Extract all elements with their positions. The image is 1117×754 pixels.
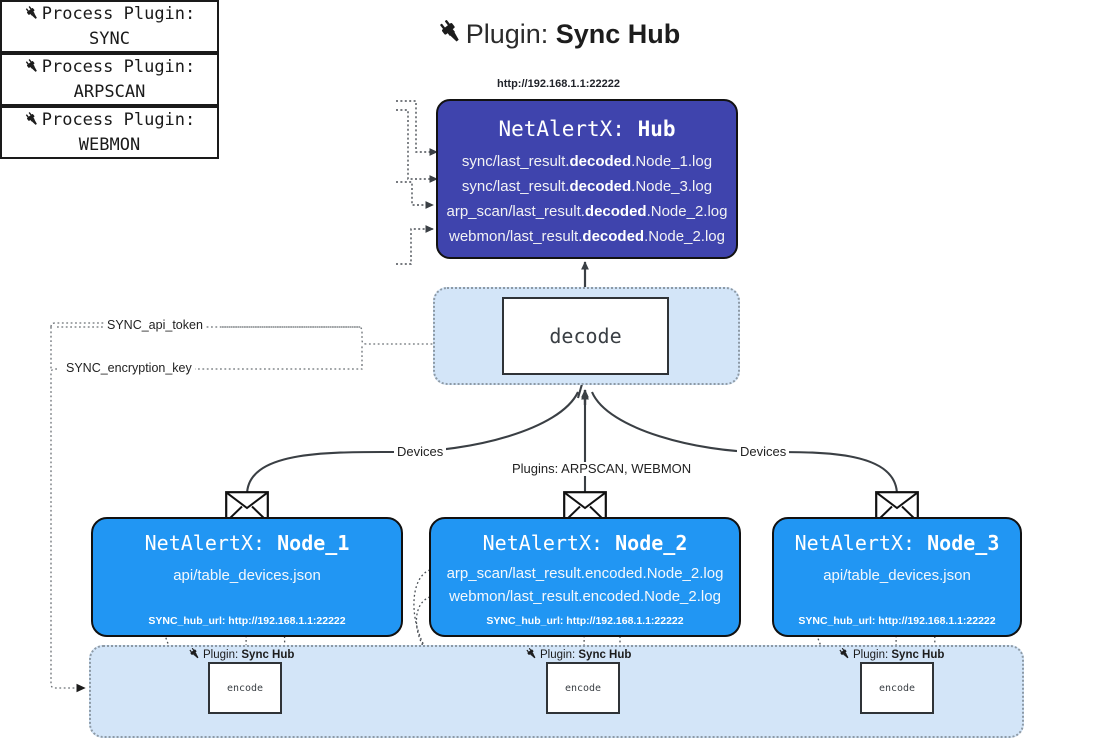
encode-box-3[interactable]: encode [860, 662, 934, 714]
node-title-prefix: NetAlertX: [482, 531, 604, 555]
encoder-caption-3: Plugin: Sync Hub [838, 645, 944, 661]
hub-url-label: http://192.168.1.1:22222 [497, 78, 620, 90]
plug-icon [24, 57, 40, 82]
pre: arp_scan/last_result. [446, 203, 585, 220]
em: decoded [582, 228, 645, 245]
hub-title-prefix: NetAlertX: [498, 117, 625, 141]
edge-label-plugins-center: Plugins: ARPSCAN, WEBMON [509, 462, 695, 476]
plug-icon [838, 647, 851, 663]
node-title-name: Node_1 [277, 531, 350, 555]
node-footer: SYNC_hub_url: http://192.168.1.1:22222 [486, 615, 684, 627]
node-footer: SYNC_hub_url: http://192.168.1.1:22222 [148, 615, 346, 627]
hub-log-3: arp_scan/last_result.decoded.Node_2.log [438, 199, 736, 224]
encoder-caption-2: Plugin: Sync Hub [525, 645, 631, 661]
hub-log-2: sync/last_result.decoded.Node_3.log [438, 174, 736, 199]
node-line: api/table_devices.json [823, 567, 971, 584]
em: decoded [569, 153, 632, 170]
pre: sync/last_result. [461, 153, 570, 170]
caption-prefix: Plugin: [203, 649, 239, 661]
node-title-name: Node_3 [927, 531, 1000, 555]
node-card-node-2[interactable]: NetAlertX: Node_2 arp_scan/last_result.e… [429, 517, 741, 637]
pre: webmon/last_result. [449, 228, 583, 245]
process-plugin-webmon-line1: Process Plugin: [24, 108, 196, 135]
process-plugin-webmon-line2: WEBMON [78, 134, 141, 155]
process-plugin-sync[interactable]: Process Plugin: SYNC [0, 0, 219, 53]
hub-log-1: sync/last_result.decoded.Node_1.log [438, 149, 736, 174]
edge-label-devices-left: Devices [394, 445, 447, 459]
label: Process Plugin: [41, 3, 196, 24]
caption-prefix: Plugin: [853, 649, 889, 661]
process-plugin-sync-line2: SYNC [89, 28, 130, 49]
caption-prefix: Plugin: [540, 649, 576, 661]
node-title-name: Node_2 [615, 531, 688, 555]
caption-name: Sync Hub [578, 649, 632, 661]
caption-name: Sync Hub [891, 649, 945, 661]
node-card-node-1[interactable]: NetAlertX: Node_1 api/table_devices.json… [91, 517, 403, 637]
plug-icon [24, 110, 40, 135]
pre: sync/last_result. [461, 178, 570, 195]
title-prefix: Plugin: [465, 19, 549, 49]
em: decoded [584, 203, 647, 220]
secret-label-encryption-key: SYNC_encryption_key [63, 361, 195, 375]
node-title: NetAlertX: Node_2 [483, 531, 688, 555]
plug-icon [188, 647, 201, 663]
label: Process Plugin: [41, 109, 196, 130]
plug-icon [437, 18, 464, 52]
node-line: api/table_devices.json [173, 567, 321, 584]
post: .Node_2.log [646, 203, 728, 220]
node-title: NetAlertX: Node_1 [145, 531, 350, 555]
encode-box-2[interactable]: encode [546, 662, 620, 714]
post: .Node_3.log [631, 178, 713, 195]
process-plugin-arpscan-line1: Process Plugin: [24, 55, 196, 82]
hub-title: NetAlertX: Hub [438, 117, 736, 141]
decode-box[interactable]: decode [502, 297, 669, 375]
em: decoded [569, 178, 632, 195]
node-line: arp_scan/last_result.encoded.Node_2.log [446, 565, 724, 582]
encoder-caption-1: Plugin: Sync Hub [188, 645, 294, 661]
node-title-prefix: NetAlertX: [144, 531, 266, 555]
title-name: Sync Hub [555, 19, 681, 49]
post: .Node_1.log [631, 153, 713, 170]
caption-name: Sync Hub [241, 649, 295, 661]
process-plugin-webmon[interactable]: Process Plugin: WEBMON [0, 106, 219, 159]
process-plugin-arpscan-line2: ARPSCAN [73, 81, 146, 102]
node-line: webmon/last_result.encoded.Node_2.log [449, 588, 721, 605]
plug-icon [525, 647, 538, 663]
process-plugin-arpscan[interactable]: Process Plugin: ARPSCAN [0, 53, 219, 106]
hub-title-name: Hub [637, 117, 676, 141]
edge-label-devices-right: Devices [737, 445, 790, 459]
hub-log-4: webmon/last_result.decoded.Node_2.log [438, 224, 736, 249]
encode-box-1[interactable]: encode [208, 662, 282, 714]
hub-card[interactable]: NetAlertX: Hub sync/last_result.decoded.… [436, 99, 738, 259]
node-card-node-3[interactable]: NetAlertX: Node_3 api/table_devices.json… [772, 517, 1022, 637]
label: Process Plugin: [41, 56, 196, 77]
post: .Node_2.log [644, 228, 725, 245]
secret-label-api-token: SYNC_api_token [104, 318, 206, 332]
node-title: NetAlertX: Node_3 [795, 531, 1000, 555]
page-title: Plugin: Sync Hub [0, 16, 1117, 50]
node-footer: SYNC_hub_url: http://192.168.1.1:22222 [798, 615, 996, 627]
node-title-prefix: NetAlertX: [794, 531, 916, 555]
process-plugin-sync-line1: Process Plugin: [24, 2, 196, 29]
plug-icon [24, 4, 40, 29]
